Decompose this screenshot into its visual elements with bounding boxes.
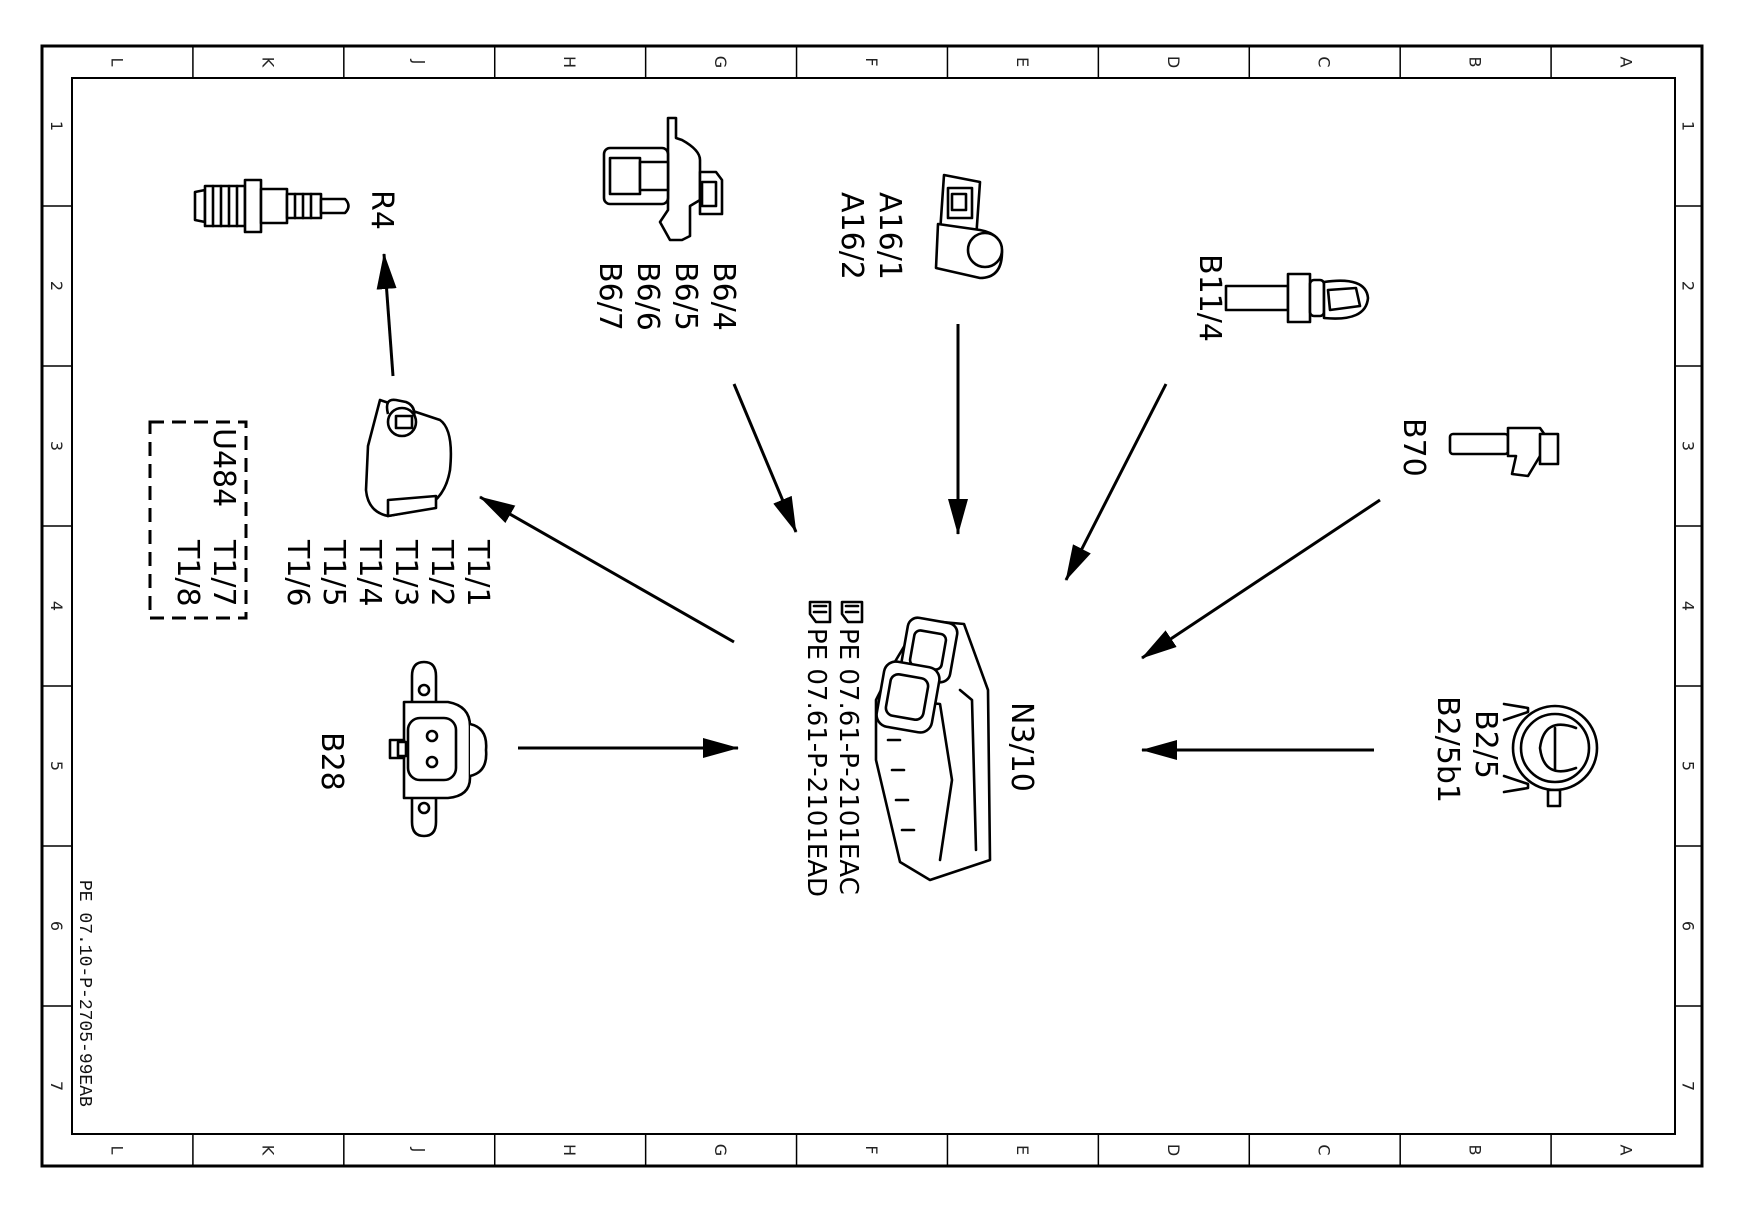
grid-column-label: D [1164, 56, 1183, 68]
signal-arrows [376, 253, 1381, 760]
grid-column-label: C [1315, 1144, 1334, 1155]
grid-column-label: K [258, 1145, 277, 1156]
grid-row-label: 5 [1679, 761, 1698, 771]
label-t1-8: T1/8 [170, 539, 205, 607]
grid-column-label: H [560, 1144, 579, 1156]
ref-2101eac: PE 07.61-P-2101EAC [833, 628, 863, 895]
grid-column-label: K [258, 57, 277, 68]
grid-row-label: 7 [1679, 1081, 1698, 1091]
grid-column-label: L [107, 1146, 126, 1155]
label-b2-5b1: B2/5b1 [1430, 696, 1465, 803]
coolant-temp-sensor-icon [1224, 272, 1370, 324]
grid-column-label: J [409, 1147, 428, 1153]
grid-column-label: H [560, 56, 579, 68]
arrow-t1-to-r4 [376, 253, 397, 377]
label-t1-5: T1/5 [316, 539, 351, 607]
label-r4: R4 [364, 190, 399, 230]
label-b70: B70 [1396, 418, 1431, 477]
label-b6-5: B6/5 [668, 262, 703, 331]
label-a16-2: A16/2 [834, 192, 869, 280]
camshaft-sensor-icon [602, 116, 724, 242]
grid-column-label: E [1013, 57, 1032, 67]
grid-row-label: 2 [1679, 281, 1698, 291]
spark-plug-icon [193, 178, 350, 234]
arrow-b70-to-n3 [1141, 498, 1381, 660]
grid-column-label: A [1617, 57, 1636, 68]
grid-column-label: B [1466, 1145, 1485, 1156]
label-b6-7: B6/7 [592, 262, 627, 331]
grid-row-label: 3 [1679, 441, 1698, 451]
arrow-b6-to-n3 [732, 383, 798, 533]
grid-column-label: A [1617, 1145, 1636, 1156]
drawing-frame: L L K K J J H H G G F F E E D D C C B B A A 1 1 2 2 3 3 4 4 5 5 6 6 7 7 [40, 44, 1704, 1168]
label-t1-6: T1/6 [280, 539, 315, 607]
grid-column-label: G [711, 56, 730, 68]
grid-row-label: 6 [1679, 921, 1698, 931]
arrow-b11-to-n3 [1064, 383, 1168, 581]
grid-column-label: F [862, 1145, 881, 1154]
knock-sensor-icon [934, 173, 1004, 280]
grid-row-label: 4 [47, 601, 66, 611]
grid-row-label: 1 [1679, 121, 1698, 131]
grid-row-label: 4 [1679, 601, 1698, 611]
label-t1-4: T1/4 [352, 539, 387, 607]
grid-column-label: J [409, 59, 428, 65]
crankshaft-sensor-icon [1448, 426, 1560, 478]
label-b28: B28 [314, 732, 349, 791]
grid-row-label: 7 [47, 1081, 66, 1091]
hand-pointer-icon [840, 600, 864, 624]
label-a16-1: A16/1 [872, 192, 907, 280]
grid-column-label: F [862, 57, 881, 66]
label-b6-4: B6/4 [706, 262, 741, 331]
grid-column-label: B [1466, 57, 1485, 68]
hand-pointer-icon [808, 600, 832, 624]
control-unit-icon [874, 616, 992, 882]
air-mass-sensor-icon [1502, 702, 1599, 808]
u484-group-box [148, 420, 248, 620]
label-b11-4: B11/4 [1192, 254, 1227, 342]
label-t1-2: T1/2 [424, 539, 459, 607]
label-b6-6: B6/6 [630, 262, 665, 331]
label-t1-7: T1/7 [206, 539, 241, 607]
arrow-n3-to-t1 [479, 495, 735, 644]
label-t1-1: T1/1 [460, 539, 495, 607]
grid-column-label: C [1315, 56, 1334, 67]
ignition-coil-icon [364, 398, 453, 518]
grid-row-label: 1 [47, 121, 66, 131]
grid-column-label: E [1013, 1145, 1032, 1155]
grid-row-label: 5 [47, 761, 66, 771]
label-u484: U484 [206, 428, 241, 507]
grid-column-label: G [711, 1144, 730, 1156]
pressure-sensor-icon [388, 660, 488, 838]
label-n3-10: N3/10 [1004, 702, 1039, 792]
grid-column-label: D [1164, 1144, 1183, 1156]
grid-row-label: 6 [47, 921, 66, 931]
document-code: PE 07.10-P-2705-99EAB [74, 880, 94, 1107]
grid-column-label: L [107, 58, 126, 67]
grid-row-label: 2 [47, 281, 66, 291]
label-t1-3: T1/3 [388, 539, 423, 607]
grid-row-label: 3 [47, 441, 66, 451]
ref-2101ead: PE 07.61-P-2101EAD [801, 628, 831, 897]
label-b2-5: B2/5 [1468, 710, 1503, 779]
